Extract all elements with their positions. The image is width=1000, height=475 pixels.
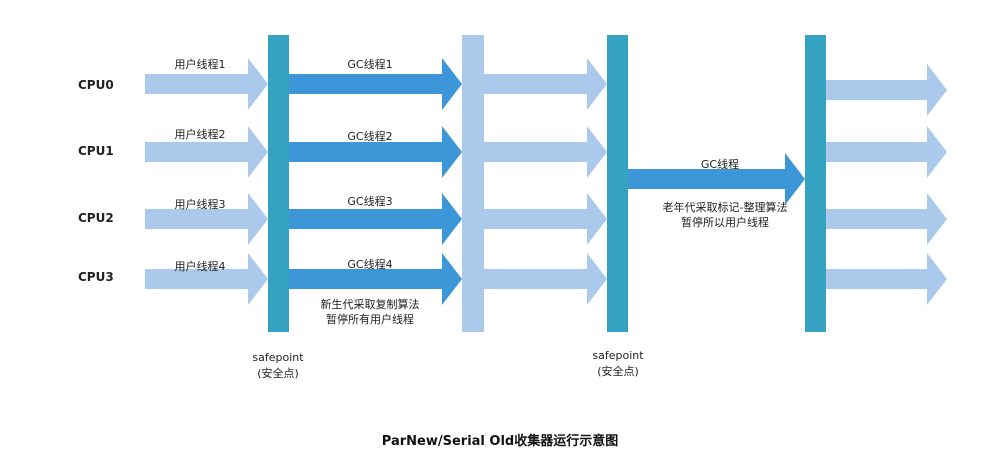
gc-thread-arrow-1 <box>289 58 462 110</box>
gc-thread-label-4: GC线程4 <box>347 258 393 271</box>
cpu-label-2: CPU2 <box>78 211 114 225</box>
cpu-label-0: CPU0 <box>78 78 114 92</box>
user-thread-label-2: 用户线程2 <box>174 128 226 141</box>
safepoint-label-2: safepoint <box>592 349 644 362</box>
final-user-arrow-4 <box>826 253 947 305</box>
old-gc-thread-label: GC线程 <box>700 158 740 171</box>
gc-thread-arrow-2 <box>289 126 462 178</box>
cpu-label-3: CPU3 <box>78 270 114 284</box>
resume-bar-2 <box>805 35 826 332</box>
resumed-user-arrow-2 <box>484 126 607 178</box>
safepoint-sub-label-2: (安全点) <box>597 365 639 378</box>
final-user-arrow-3 <box>826 193 947 245</box>
gc-thread-label-3: GC线程3 <box>347 195 393 208</box>
diagram-title: ParNew/Serial Old收集器运行示意图 <box>381 434 619 449</box>
young-gc-note-line-1: 新生代采取复制算法 <box>320 298 420 311</box>
resumed-user-arrow-1 <box>484 58 607 110</box>
user-thread-arrow-4 <box>145 253 268 305</box>
safepoint-bar-2 <box>607 35 628 332</box>
gc-thread-label-2: GC线程2 <box>347 130 393 143</box>
safepoint-label-1: safepoint <box>252 351 304 364</box>
user-thread-label-1: 用户线程1 <box>174 58 226 71</box>
resumed-user-arrow-4 <box>484 253 607 305</box>
user-thread-label-3: 用户线程3 <box>174 198 226 211</box>
final-user-arrow-2 <box>826 126 947 178</box>
resume-bar-1 <box>462 35 484 332</box>
cpu-label-1: CPU1 <box>78 144 114 158</box>
user-thread-arrow-3 <box>145 193 268 245</box>
gc-thread-label-1: GC线程1 <box>347 58 393 71</box>
old-gc-note-line-1: 老年代采取标记-整理算法 <box>662 201 788 214</box>
gc-thread-arrow-3 <box>289 193 462 245</box>
safepoint-bar-1 <box>268 35 289 332</box>
user-thread-arrow-1 <box>145 58 268 110</box>
old-gc-thread-arrow <box>628 153 805 205</box>
gc-thread-arrow-4 <box>289 253 462 305</box>
young-gc-note-line-2: 暂停所有用户线程 <box>326 313 414 326</box>
resumed-user-arrow-3 <box>484 193 607 245</box>
user-thread-label-4: 用户线程4 <box>174 260 226 273</box>
old-gc-note-line-2: 暂停所以用户线程 <box>681 216 769 229</box>
user-thread-arrow-2 <box>145 126 268 178</box>
safepoint-sub-label-1: (安全点) <box>257 367 299 380</box>
final-user-arrow-1 <box>826 64 947 116</box>
